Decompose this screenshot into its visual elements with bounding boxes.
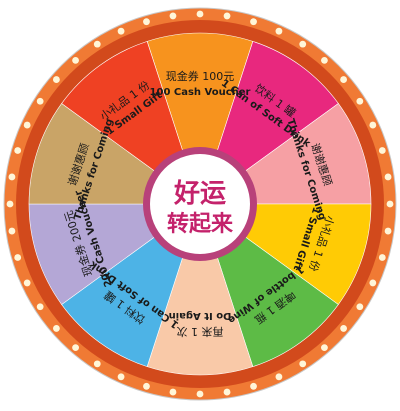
segment-label-cn: 再来 1 次: [177, 325, 224, 339]
rim-dot: [93, 40, 101, 48]
rim-dot: [53, 325, 60, 332]
rim-dot: [299, 360, 307, 368]
rim-dot: [8, 173, 16, 181]
rim-dot: [223, 12, 231, 20]
rim-dot: [169, 12, 177, 20]
rim-dot: [6, 200, 14, 208]
rim-dot: [378, 147, 386, 154]
rim-dot: [386, 200, 394, 208]
rim-dot: [196, 10, 204, 18]
rim-dot: [117, 373, 125, 381]
rim-dot: [384, 227, 392, 235]
rim-dot: [72, 57, 79, 64]
wheel-segment: [146, 32, 254, 205]
rim-dot: [356, 97, 364, 105]
rim-dot: [14, 147, 22, 154]
rim-dot: [384, 173, 392, 181]
rim-dot: [23, 121, 31, 129]
segment-label-cn: 现金券 100元: [166, 69, 235, 83]
rim-dot: [340, 76, 347, 83]
rim-dot: [369, 279, 377, 287]
rim-dot: [223, 388, 231, 396]
hub-text-line2: 转起来: [167, 211, 234, 237]
rim-dot: [169, 388, 177, 396]
rim-dot: [196, 390, 204, 398]
rim-dot: [117, 27, 125, 35]
rim-dots: [6, 10, 394, 398]
rim-dot: [53, 76, 60, 83]
rim-dot: [321, 344, 328, 351]
rim-dot: [36, 97, 44, 105]
rim-dot: [72, 344, 79, 351]
rim-dot: [299, 40, 307, 48]
hub-text-line1: 好运: [173, 179, 226, 209]
rim-dot: [36, 303, 44, 311]
rim-dot: [369, 121, 377, 129]
rim-dot: [275, 373, 283, 381]
segment-label: 现金券 100元 100 Cash Voucher: [150, 69, 251, 98]
rim-dot: [356, 303, 364, 311]
rim-dot: [378, 254, 386, 261]
wheel-segment: [146, 203, 254, 376]
rim-dot: [340, 325, 347, 332]
rim-dot: [143, 382, 150, 390]
rim-dot: [321, 57, 328, 64]
rim-dot: [23, 279, 31, 287]
rim-dot: [93, 360, 101, 368]
rim-dot: [250, 382, 257, 390]
rim-dot: [250, 18, 257, 26]
rim-dot: [275, 27, 283, 35]
rim-dot: [14, 254, 22, 261]
segment-label-en: 100 Cash Voucher: [150, 87, 251, 98]
segment-label-en: Do It Again: [169, 310, 232, 321]
segment-label: 再来 1 次 Do It Again: [169, 310, 232, 339]
rim-dot: [8, 227, 16, 235]
wheel-hub[interactable]: [150, 154, 250, 254]
rim-dot: [143, 18, 150, 26]
